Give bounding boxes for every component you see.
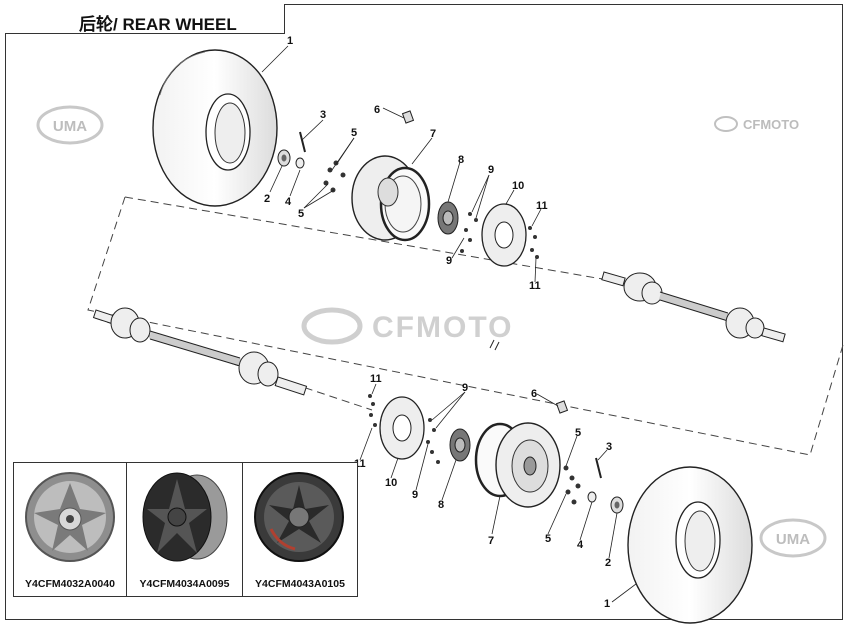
washer-top <box>295 157 305 169</box>
hub-nut-bottom <box>610 496 624 514</box>
valve-stem-top <box>401 110 415 124</box>
cotter-pin-top <box>299 131 306 153</box>
callout-2: 2 <box>264 193 270 205</box>
callout-3: 3 <box>320 109 326 121</box>
callout-labels: 1 2 3 4 5 5 6 7 8 9 9 10 11 11 11 11 9 1… <box>264 35 612 610</box>
callout-4: 4 <box>285 196 292 208</box>
cfmoto-logo-large: CFMOTO <box>301 307 513 345</box>
wheel-studs-top <box>460 212 478 253</box>
tire-top <box>152 49 278 207</box>
cfmoto-logo-text: CFMOTO <box>743 117 799 132</box>
callout-5: 5 <box>351 127 357 139</box>
rim-variant-black: Y4CFM4034A0095 <box>127 463 243 596</box>
rim-variant-silver: Y4CFM4032A0040 <box>14 463 127 596</box>
callout-7: 7 <box>488 535 494 547</box>
rim-image-silver <box>25 472 115 562</box>
cfmoto-logo-small: CFMOTO <box>714 116 799 132</box>
callout-7: 7 <box>430 128 436 140</box>
brake-disc-top <box>481 203 527 267</box>
rim-image-black <box>142 472 228 562</box>
cotter-pin-bottom <box>595 457 602 479</box>
callout-9: 9 <box>412 489 418 501</box>
callout-5: 5 <box>575 427 581 439</box>
disc-bolts-bottom <box>368 394 377 427</box>
lug-nuts-bottom <box>563 465 581 505</box>
variant-code: Y4CFM4043A0105 <box>255 578 345 590</box>
brake-disc-bottom <box>379 396 425 460</box>
callout-10: 10 <box>512 180 524 192</box>
rim-image-gunmetal <box>254 472 344 562</box>
callout-1: 1 <box>604 598 610 610</box>
axle-break-mark <box>489 339 495 349</box>
disc-bolts-top <box>528 226 539 259</box>
variant-code: Y4CFM4032A0040 <box>25 578 115 590</box>
callout-5: 5 <box>545 533 551 545</box>
uma-logo-left: UMA <box>36 105 104 145</box>
callout-2: 2 <box>605 557 611 569</box>
callout-6: 6 <box>374 104 380 116</box>
rim-top <box>351 155 431 242</box>
uma-logo-text: UMA <box>776 531 810 548</box>
page-title: 后轮/ REAR WHEEL <box>79 15 237 34</box>
callout-11: 11 <box>529 280 541 292</box>
axle-break-mark <box>494 341 500 351</box>
hub-top <box>437 201 459 235</box>
callout-9: 9 <box>446 255 452 267</box>
callout-8: 8 <box>438 499 444 511</box>
rim-bottom <box>474 422 561 508</box>
callout-4: 4 <box>577 539 584 551</box>
title-box: 后轮/ REAR WHEEL <box>5 4 285 34</box>
hub-bottom <box>449 428 471 462</box>
callout-1: 1 <box>287 35 293 47</box>
callout-10: 10 <box>385 477 397 489</box>
uma-logo-text: UMA <box>53 118 87 135</box>
valve-stem-bottom <box>555 400 569 414</box>
washer-bottom <box>587 491 597 503</box>
callout-5: 5 <box>298 208 304 220</box>
callout-3: 3 <box>606 441 612 453</box>
callout-9: 9 <box>462 382 468 394</box>
leader-lines <box>261 45 637 603</box>
tire-bottom <box>627 466 753 624</box>
variant-code: Y4CFM4034A0095 <box>139 578 230 590</box>
drive-shaft-left <box>92 307 308 396</box>
drive-shaft-right <box>601 271 786 343</box>
callout-11: 11 <box>536 200 548 212</box>
callout-8: 8 <box>458 154 464 166</box>
callout-6: 6 <box>531 388 537 400</box>
rim-variants-panel: Y4CFM4032A0040 Y4CFM4034A0095 Y4CFM4043A… <box>13 462 358 597</box>
lug-nuts-top <box>323 160 346 193</box>
cfmoto-logo-text: CFMOTO <box>372 311 513 344</box>
wheel-studs-bottom <box>426 418 440 464</box>
callout-9: 9 <box>488 164 494 176</box>
hub-nut-top <box>277 149 291 167</box>
callout-11: 11 <box>354 458 366 470</box>
uma-logo-right: UMA <box>759 518 827 558</box>
callout-11: 11 <box>370 373 382 385</box>
rim-variant-gunmetal: Y4CFM4043A0105 <box>243 463 357 596</box>
